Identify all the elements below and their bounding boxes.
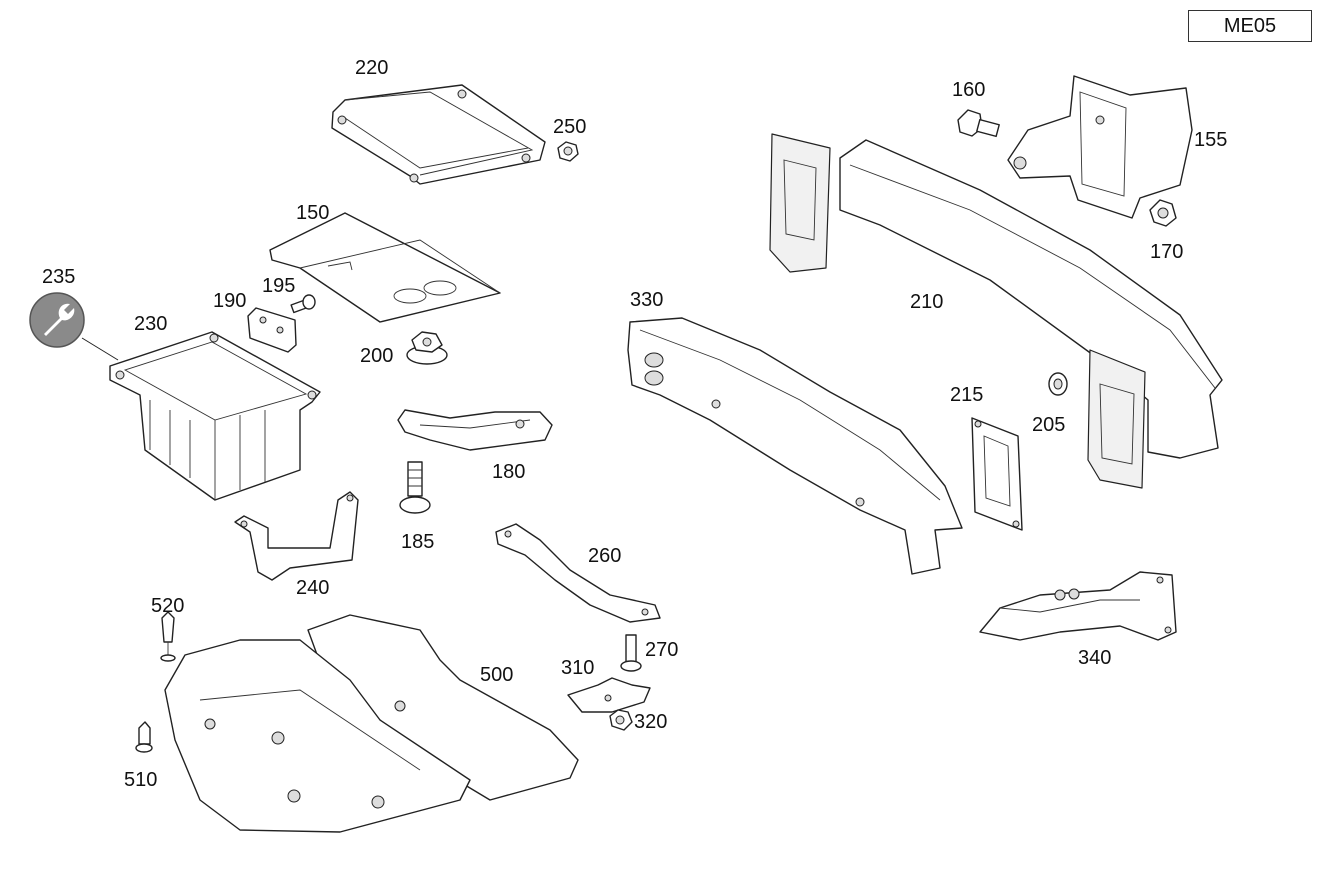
diagram-code: ME05 bbox=[1223, 14, 1277, 37]
part-185-bolt[interactable] bbox=[399, 461, 431, 514]
callout-510: 510 bbox=[124, 769, 157, 791]
part-500-underbody-panel[interactable] bbox=[164, 614, 579, 833]
callout-270: 270 bbox=[645, 639, 678, 661]
part-160-bolt[interactable] bbox=[957, 109, 1000, 138]
callout-250: 250 bbox=[553, 116, 586, 138]
part-180-bracket[interactable] bbox=[397, 409, 553, 451]
part-320-nut[interactable] bbox=[609, 709, 633, 731]
callout-160: 160 bbox=[952, 79, 985, 101]
part-510-screw[interactable] bbox=[135, 721, 153, 753]
part-200-nut[interactable] bbox=[406, 331, 448, 365]
part-310-bracket[interactable] bbox=[567, 677, 651, 713]
callout-205: 205 bbox=[1032, 414, 1065, 436]
callout-155: 155 bbox=[1194, 129, 1227, 151]
callout-210: 210 bbox=[910, 291, 943, 313]
callout-320: 320 bbox=[634, 711, 667, 733]
callout-500: 500 bbox=[480, 664, 513, 686]
callout-180: 180 bbox=[492, 461, 525, 483]
diagram-code-box: ME05 bbox=[1188, 10, 1312, 42]
part-150-insulation-mat[interactable] bbox=[269, 212, 501, 323]
part-220-control-unit[interactable] bbox=[331, 84, 546, 185]
callout-190: 190 bbox=[213, 290, 246, 312]
callout-195: 195 bbox=[262, 275, 295, 297]
callout-150: 150 bbox=[296, 202, 329, 224]
callout-200: 200 bbox=[360, 345, 393, 367]
callout-220: 220 bbox=[355, 57, 388, 79]
part-340-bracket[interactable] bbox=[979, 571, 1177, 641]
callout-520: 520 bbox=[151, 595, 184, 617]
callout-340: 340 bbox=[1078, 647, 1111, 669]
callout-310: 310 bbox=[561, 657, 594, 679]
callout-240: 240 bbox=[296, 577, 329, 599]
part-190-bracket[interactable] bbox=[247, 307, 297, 353]
callout-170: 170 bbox=[1150, 241, 1183, 263]
part-330-side-member[interactable] bbox=[627, 317, 963, 575]
part-210-bumper-beam[interactable] bbox=[769, 133, 1223, 489]
wrench-icon bbox=[29, 292, 119, 361]
part-195-screw[interactable] bbox=[290, 294, 316, 314]
part-260-strap[interactable] bbox=[495, 523, 661, 623]
part-155-crash-box[interactable] bbox=[1007, 75, 1193, 219]
part-270-bolt[interactable] bbox=[620, 634, 642, 672]
part-520-clip[interactable] bbox=[160, 611, 176, 662]
callout-235: 235 bbox=[42, 266, 75, 288]
part-215-gasket[interactable] bbox=[971, 417, 1023, 531]
callout-215: 215 bbox=[950, 384, 983, 406]
part-250-nut[interactable] bbox=[557, 141, 579, 162]
part-170-nut[interactable] bbox=[1149, 199, 1177, 227]
part-240-bracket[interactable] bbox=[234, 491, 359, 581]
part-205-washer[interactable] bbox=[1048, 372, 1068, 396]
callout-230: 230 bbox=[134, 313, 167, 335]
callout-260: 260 bbox=[588, 545, 621, 567]
callout-330: 330 bbox=[630, 289, 663, 311]
callout-185: 185 bbox=[401, 531, 434, 553]
part-230-tray[interactable] bbox=[109, 331, 321, 501]
